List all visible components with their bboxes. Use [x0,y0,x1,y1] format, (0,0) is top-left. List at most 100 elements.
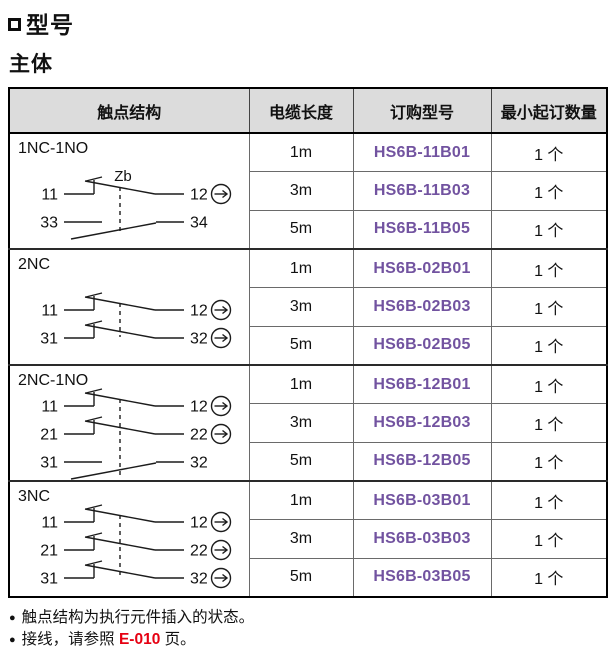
contact-circuit-svg: 3NC 11 12 21 22 31 32 [18,488,232,589]
contact-structure-cell: 3NC 11 12 21 22 31 32 [8,480,250,598]
min-order-qty-cell: 1 个 [490,248,608,289]
model-number-link[interactable]: HS6B-12B03 [352,403,492,443]
footnote-contact-state: ● 触点结构为执行元件插入的状态。 [9,607,606,629]
table-row: 1NC-1NO Zb 11 12 33 34 1m HS6B-11B01 1 个 [8,132,608,250]
cable-length-cell: 1m [248,248,354,289]
min-order-qty-cell: 1 个 [490,480,608,521]
model-number-link[interactable]: HS6B-12B01 [352,364,492,405]
svg-text:32: 32 [190,571,208,588]
table-row: 2NC 11 12 31 32 1m HS6B-02B01 1 个 [8,248,608,366]
svg-text:21: 21 [40,427,58,444]
footnotes: ● 触点结构为执行元件插入的状态。 ● 接线，请参照 E-010 页。 [9,607,606,652]
svg-text:34: 34 [190,215,208,232]
min-order-qty-cell: 1 个 [490,171,608,211]
svg-text:21: 21 [40,543,58,560]
cable-length-cell: 1m [248,364,354,405]
section-title-row: 型号 [8,6,606,40]
svg-text:3NC: 3NC [18,488,50,505]
svg-text:31: 31 [40,331,58,348]
cable-length-cell: 5m [248,441,354,482]
cable-length-cell: 5m [248,557,354,598]
svg-text:Zb: Zb [114,168,132,185]
model-number-link[interactable]: HS6B-11B05 [352,209,492,250]
column-header-cable-length: 电缆长度 [248,87,354,134]
cable-length-cell: 5m [248,209,354,250]
table-row: 5m HS6B-11B05 1 个 [9,209,608,250]
footnote-text: 触点结构为执行元件插入的状态。 [21,609,255,626]
svg-text:22: 22 [190,543,208,560]
page-reference-link[interactable]: E-010 [118,631,161,649]
svg-text:12: 12 [190,187,208,204]
svg-text:22: 22 [190,427,208,444]
svg-text:12: 12 [190,303,208,320]
contact-circuit-svg: 1NC-1NO Zb 11 12 33 34 [18,140,232,240]
table-row: 5m HS6B-12B05 1 个 [9,441,608,482]
bullet-icon: ● [9,612,16,624]
min-order-qty-cell: 1 个 [490,132,608,173]
cable-length-cell: 1m [248,132,354,173]
svg-text:12: 12 [190,399,208,416]
footnote-prefix: 接线，请参照 [21,631,119,649]
min-order-qty-cell: 1 个 [490,209,608,250]
footnote-wiring-reference: ● 接线，请参照 E-010 页。 [9,629,606,651]
column-header-min-order-qty: 最小起订数量 [490,87,608,134]
svg-text:11: 11 [41,399,58,416]
min-order-qty-cell: 1 个 [490,519,608,559]
svg-text:1NC-1NO: 1NC-1NO [18,140,88,157]
svg-text:32: 32 [190,331,208,348]
contact-structure-cell: 2NC 11 12 31 32 [8,248,250,366]
ordering-table: 触点结构 电缆长度 订购型号 最小起订数量 1NC-1NO Zb 11 12 33 34 … [8,87,608,598]
model-number-link[interactable]: HS6B-02B03 [352,287,492,327]
cable-length-cell: 5m [248,325,354,366]
svg-text:31: 31 [40,571,58,588]
model-number-link[interactable]: HS6B-11B01 [352,132,492,173]
min-order-qty-cell: 1 个 [490,441,608,482]
bullet-icon: ● [9,634,16,647]
table-row: 3m HS6B-12B03 1 个 [9,403,608,443]
contact-structure-cell: 1NC-1NO Zb 11 12 33 34 [8,132,250,250]
svg-text:11: 11 [41,303,58,320]
min-order-qty-cell: 1 个 [490,287,608,327]
svg-text:31: 31 [40,455,58,472]
table-row: 3m HS6B-02B03 1 个 [9,287,608,327]
cable-length-cell: 3m [248,403,354,443]
svg-text:2NC-1NO: 2NC-1NO [18,372,88,389]
model-number-link[interactable]: HS6B-03B05 [352,557,492,598]
model-number-link[interactable]: HS6B-02B01 [352,248,492,289]
svg-text:33: 33 [40,215,58,232]
svg-text:11: 11 [41,515,58,532]
min-order-qty-cell: 1 个 [490,364,608,405]
contact-circuit-diagram: 1NC-1NO Zb 11 12 33 34 [14,136,248,248]
svg-text:2NC: 2NC [18,256,50,273]
model-number-link[interactable]: HS6B-11B03 [352,171,492,211]
footnote-suffix: 页。 [160,631,196,649]
column-header-order-model: 订购型号 [352,87,492,134]
page-title: 型号 [26,12,74,38]
section-square-icon [8,17,21,31]
footnote-text: 接线，请参照 E-010 页。 [22,629,196,651]
cable-length-cell: 1m [248,480,354,521]
model-number-link[interactable]: HS6B-02B05 [352,325,492,366]
contact-circuit-svg: 2NC 11 12 31 32 [18,256,232,349]
svg-text:11: 11 [41,187,58,204]
svg-text:12: 12 [190,515,208,532]
cable-length-cell: 3m [248,287,354,327]
table-header-row: 触点结构 电缆长度 订购型号 最小起订数量 [8,87,608,134]
page-subtitle: 主体 [9,53,53,76]
model-number-link[interactable]: HS6B-03B03 [352,519,492,559]
contact-circuit-diagram: 2NC 11 12 31 32 [14,252,248,364]
column-header-contact-structure: 触点结构 [8,87,250,134]
min-order-qty-cell: 1 个 [490,557,608,598]
min-order-qty-cell: 1 个 [490,325,608,366]
table-row: 5m HS6B-02B05 1 个 [9,325,608,366]
table-row: 5m HS6B-03B05 1 个 [9,557,608,598]
table-row: 3m HS6B-03B03 1 个 [9,519,608,559]
model-number-link[interactable]: HS6B-03B01 [352,480,492,521]
cable-length-cell: 3m [248,171,354,211]
model-number-link[interactable]: HS6B-12B05 [352,441,492,482]
